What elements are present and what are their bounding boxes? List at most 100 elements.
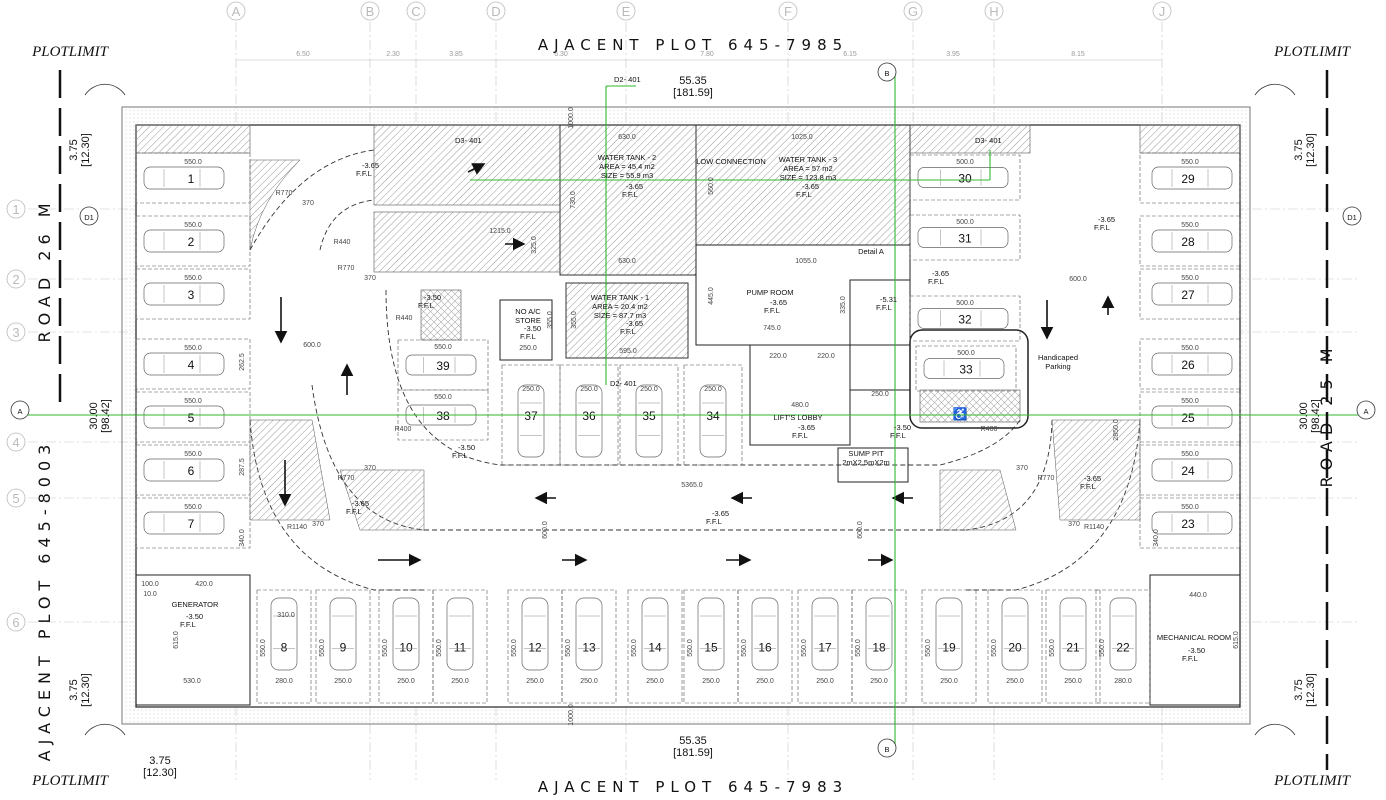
svg-text:340.0: 340.0 (1153, 529, 1160, 547)
tank2-area: AREA = 45.4 m2 (599, 162, 655, 171)
handicaped-line2: Parking (1045, 362, 1070, 371)
plot-limit-tr: PLOTLIMIT (1273, 44, 1352, 60)
svg-text:-3.65: -3.65 (626, 182, 643, 191)
svg-text:1000.0: 1000.0 (568, 107, 575, 129)
svg-text:F.F.L: F.F.L (764, 306, 780, 315)
stall-number: 5 (188, 411, 195, 425)
car-icon (1001, 597, 1029, 671)
setback-tr-m: 3.75 (1293, 139, 1305, 160)
car-icon (865, 597, 893, 671)
parking-stall: 21 (1045, 589, 1101, 704)
svg-text:550.0: 550.0 (184, 275, 202, 282)
grid-spacing: 6.15 (843, 51, 857, 58)
svg-text:-3.65: -3.65 (712, 509, 729, 518)
svg-text:250.0: 250.0 (522, 386, 540, 393)
svg-text:560.0: 560.0 (708, 177, 715, 195)
car-icon (635, 384, 663, 458)
grid-row-label: 4 (12, 435, 19, 450)
car-icon (446, 597, 474, 671)
svg-text:615.0: 615.0 (1233, 631, 1240, 649)
mechanical-room-label: MECHANICAL ROOM (1157, 633, 1231, 642)
car-icon (697, 597, 725, 671)
svg-text:10.0: 10.0 (143, 591, 157, 598)
car-icon (1151, 405, 1233, 429)
overall-depth-m-right: 30.00 (1298, 402, 1310, 430)
grid-row-label: 1 (12, 202, 19, 217)
car-icon (575, 384, 603, 458)
setback-bl-m: 3.75 (68, 679, 80, 700)
svg-text:440.0: 440.0 (1189, 592, 1207, 599)
svg-text:550.0: 550.0 (741, 639, 748, 657)
parking-stall: 550.06 (135, 444, 251, 496)
svg-text:-3.50: -3.50 (894, 423, 911, 432)
stall-number: 26 (1181, 358, 1195, 372)
parking-stall: 500.031 (909, 214, 1021, 261)
overall-depth-ft-right: [98.42] (1310, 399, 1322, 433)
stall-number: 18 (872, 641, 886, 655)
car-icon (517, 384, 545, 458)
car-icon (521, 597, 549, 671)
tank2-size: SIZE = 55.9 m3 (601, 171, 653, 180)
grid-col-bubble (226, 1, 246, 21)
svg-text:445.0: 445.0 (708, 287, 715, 305)
section-b-top: B (877, 62, 897, 82)
right-road-label: ROAD 25 M (1317, 342, 1336, 487)
svg-text:550.0: 550.0 (801, 639, 808, 657)
svg-text:250.0: 250.0 (702, 678, 720, 685)
grid-row-bubble (6, 612, 26, 632)
overall-width-m: 55.35 (679, 75, 707, 87)
car-icon (699, 384, 727, 458)
svg-text:550.0: 550.0 (1049, 639, 1056, 657)
car-icon (270, 597, 298, 671)
svg-text:500.0: 500.0 (957, 350, 975, 357)
parking-stall: 20 (987, 589, 1043, 704)
stall-number: 10 (399, 641, 413, 655)
parking-stall: 550.0 26 (1139, 338, 1241, 390)
car-icon (917, 167, 1009, 188)
svg-text:R770: R770 (338, 475, 355, 482)
svg-text:550.0: 550.0 (991, 639, 998, 657)
svg-text:550.0: 550.0 (1181, 345, 1199, 352)
svg-text:D1: D1 (1347, 213, 1357, 222)
svg-text:-3.65: -3.65 (1098, 215, 1115, 224)
svg-text:R440: R440 (334, 239, 351, 246)
sump-pit-label: SUMP PIT (848, 449, 884, 458)
svg-text:R770: R770 (1038, 475, 1055, 482)
svg-text:262.5: 262.5 (239, 353, 246, 371)
parking-stall: 11 (432, 589, 488, 704)
grid-spacing: 8.15 (1071, 51, 1085, 58)
svg-text:550.0: 550.0 (434, 344, 452, 351)
svg-text:1000.0: 1000.0 (568, 704, 575, 726)
car-icon (143, 166, 225, 190)
parking-stall: 18 (851, 589, 907, 704)
tank3-area: AREA = 57 m2 (783, 164, 832, 173)
svg-text:550.0: 550.0 (184, 222, 202, 229)
svg-text:250.0: 250.0 (940, 678, 958, 685)
svg-text:310.0: 310.0 (277, 612, 295, 619)
car-icon (923, 358, 1005, 379)
stall-number: 35 (642, 409, 656, 423)
svg-text:F.F.L: F.F.L (706, 517, 722, 526)
svg-text:F.F.L: F.F.L (1094, 223, 1110, 232)
stall-number: 7 (188, 517, 195, 531)
svg-text:250.0: 250.0 (334, 678, 352, 685)
ramp-hatch (249, 159, 1141, 531)
svg-text:250.0: 250.0 (646, 678, 664, 685)
svg-text:-3.50: -3.50 (458, 443, 475, 452)
svg-text:F.F.L: F.F.L (520, 332, 536, 341)
parking-stall: 550.027 (1139, 268, 1241, 320)
grid-row-bubble (6, 269, 26, 289)
svg-text:-3.65: -3.65 (352, 499, 369, 508)
svg-text:595.0: 595.0 (619, 348, 637, 355)
svg-text:550.0: 550.0 (565, 639, 572, 657)
grid-col-label: J (1159, 4, 1166, 19)
car-icon (392, 597, 420, 671)
handicaped-line1: Handicaped (1038, 353, 1078, 362)
svg-text:-5.31: -5.31 (880, 295, 897, 304)
svg-text:550.0: 550.0 (184, 345, 202, 352)
svg-text:550.0: 550.0 (1181, 504, 1199, 511)
svg-text:340.0: 340.0 (239, 529, 246, 547)
svg-text:550.0: 550.0 (434, 394, 452, 401)
grid-col-label: E (622, 4, 631, 19)
svg-text:370: 370 (1016, 465, 1028, 472)
